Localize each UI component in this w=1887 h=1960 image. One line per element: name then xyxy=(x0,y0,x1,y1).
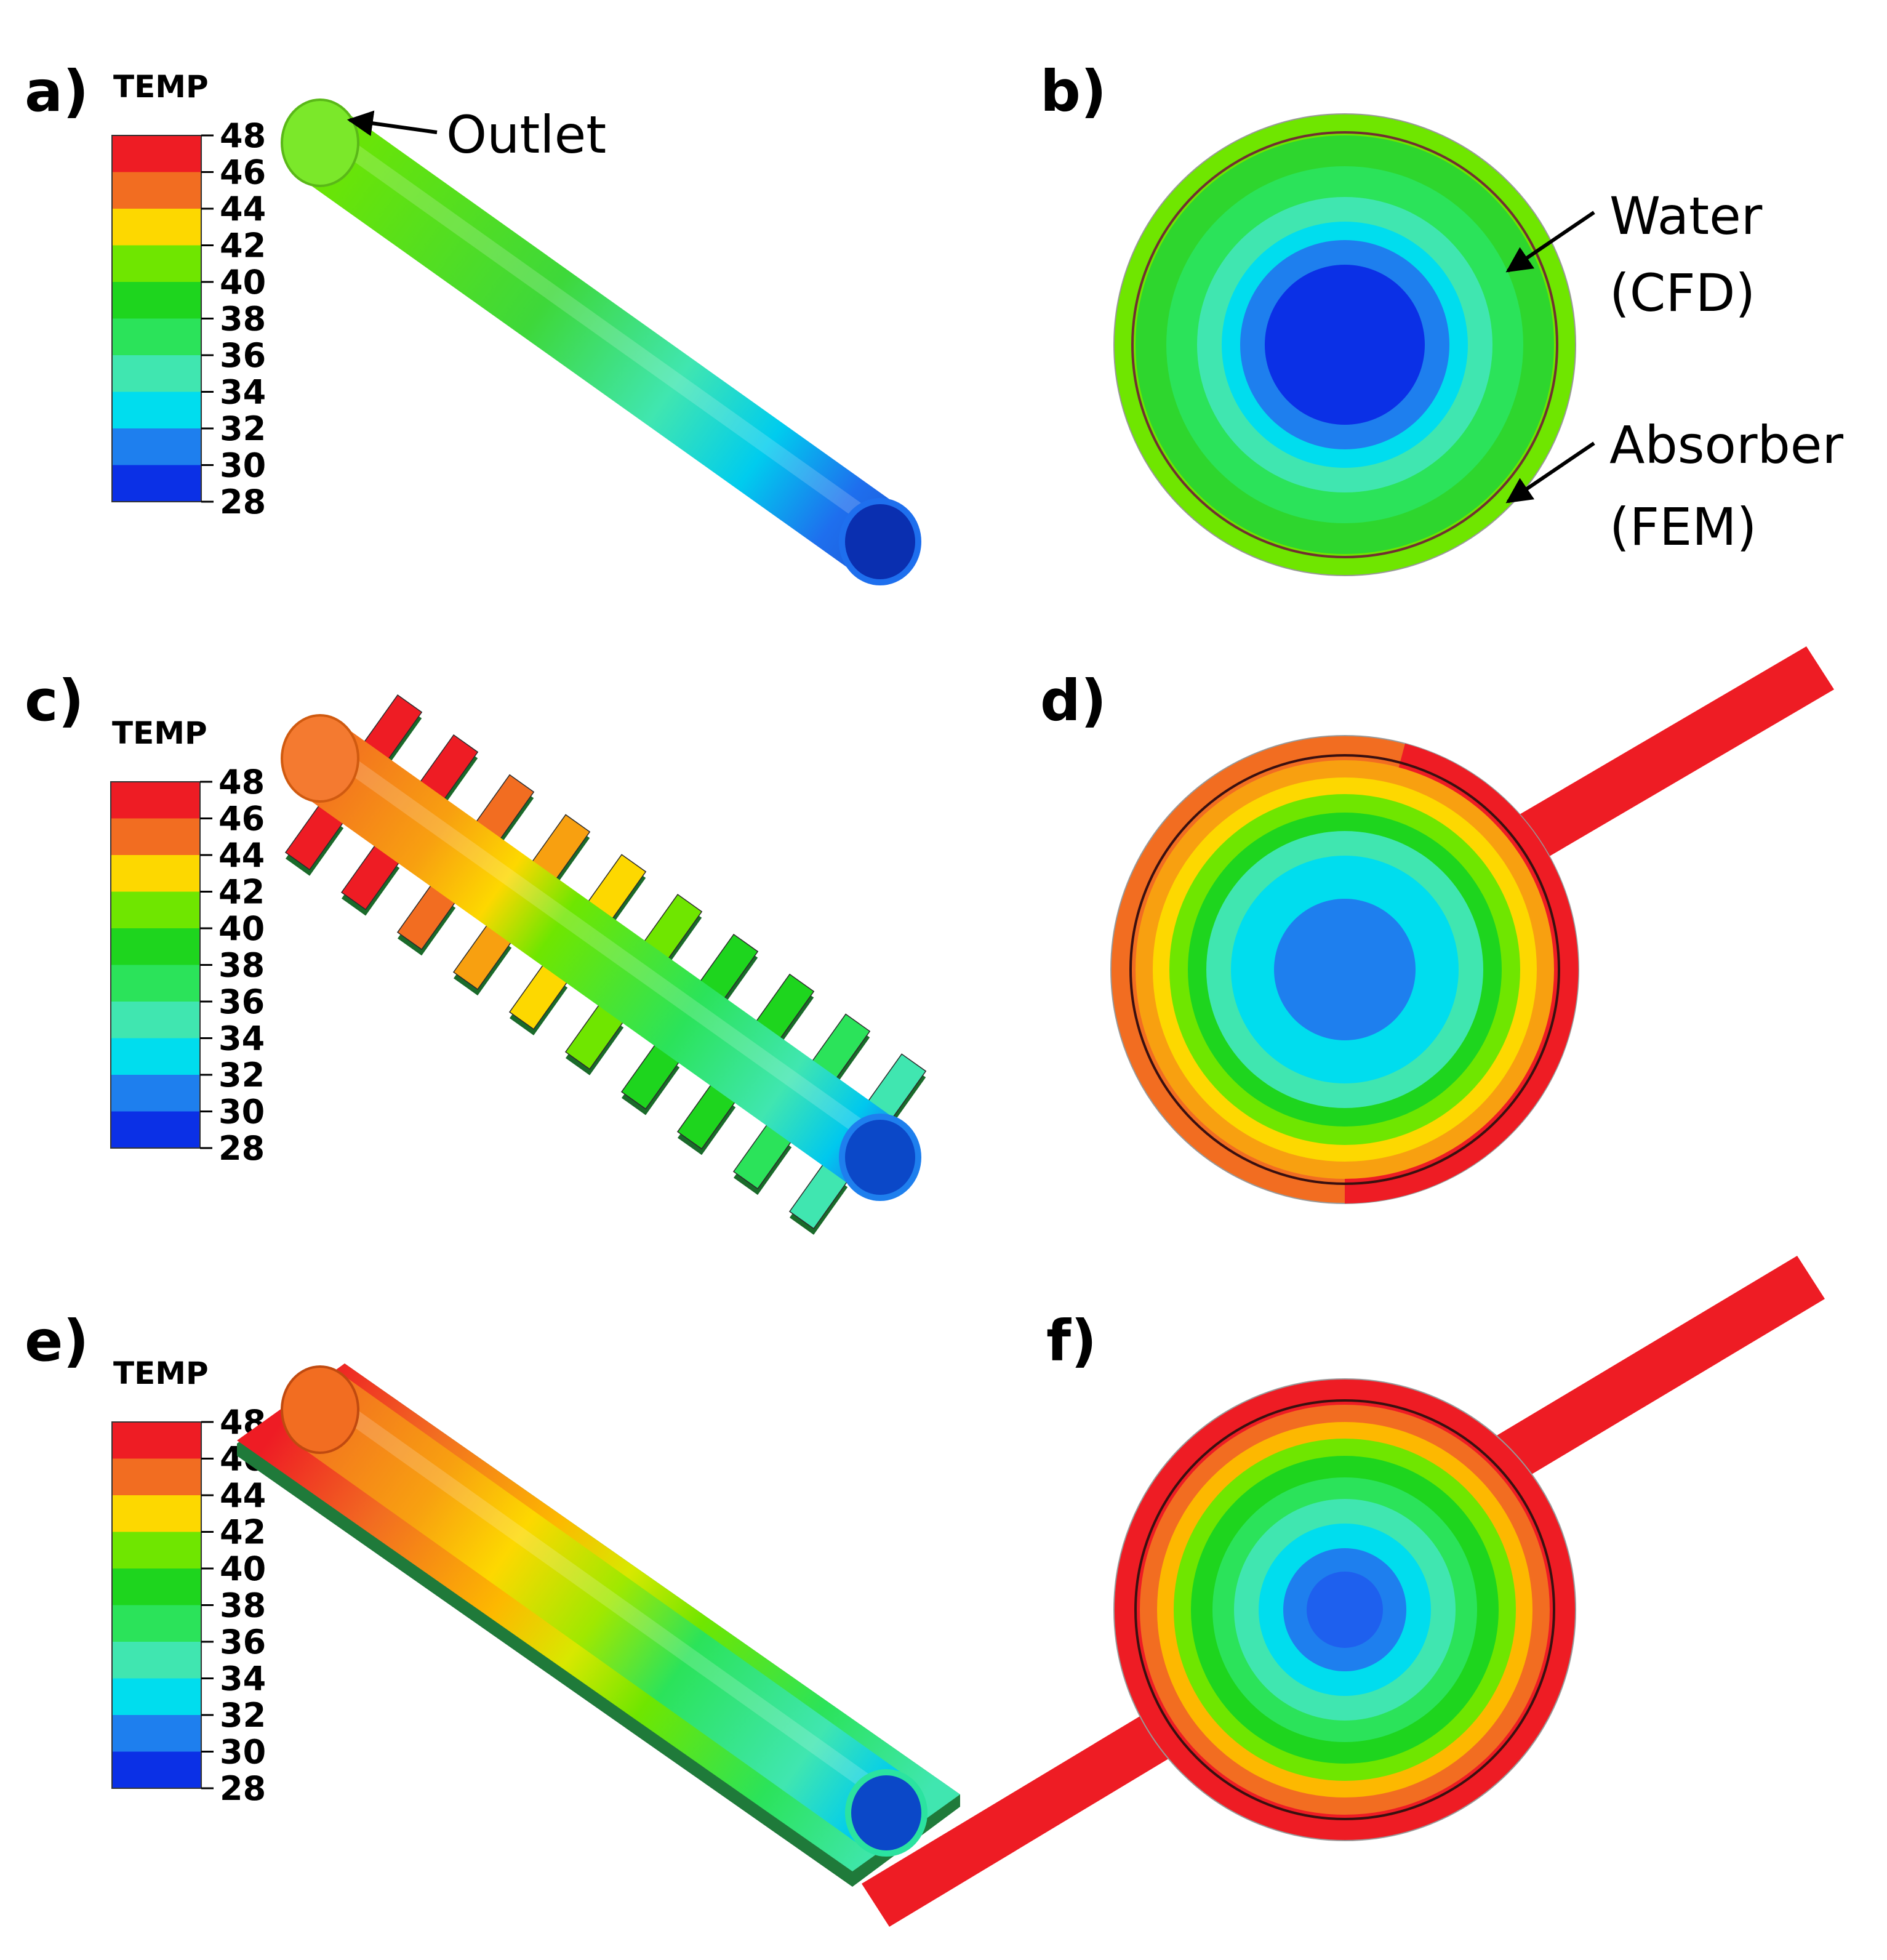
water-sublabel: (CFD) xyxy=(1609,263,1755,323)
legend-tick-label: 38 xyxy=(220,300,266,339)
legend-tick-label: 30 xyxy=(218,1093,265,1131)
legend-swatch xyxy=(112,1532,201,1568)
absorber-sublabel: (FEM) xyxy=(1609,497,1757,557)
water-label: Water xyxy=(1609,186,1763,246)
legend-swatch xyxy=(111,1111,200,1148)
panel-label-a: a) xyxy=(25,58,89,124)
legend-tick-label: 48 xyxy=(218,763,265,801)
legend-tick-label: 36 xyxy=(220,336,266,375)
legend-swatch xyxy=(112,1495,201,1532)
absorber-arrow xyxy=(1505,441,1595,504)
legend-swatch xyxy=(112,1751,201,1788)
legend-swatch xyxy=(111,891,200,928)
fins xyxy=(284,694,927,1235)
panel-label-e: e) xyxy=(25,1308,89,1374)
legend-tick-label: 38 xyxy=(220,1586,266,1625)
legend-tick-label: 36 xyxy=(220,1623,266,1661)
legend-tick-label: 46 xyxy=(218,800,265,838)
sheet-tube-3d-e xyxy=(237,1364,960,1887)
legend-tick-label: 42 xyxy=(220,1513,266,1552)
legend-tick-label: 34 xyxy=(220,373,266,412)
legend-swatch xyxy=(111,818,200,855)
legend-swatch xyxy=(112,1568,201,1605)
legend-tick-label: 44 xyxy=(220,190,266,228)
cross-section-d xyxy=(1110,646,1834,1204)
absorber-label: Absorber xyxy=(1609,415,1843,475)
legend-tick-label: 40 xyxy=(220,263,266,302)
tube-outlet-end-e xyxy=(845,1769,927,1857)
legend-tick-label: 34 xyxy=(218,1019,265,1058)
legend-swatch xyxy=(112,1458,201,1495)
legend-tick-label: 44 xyxy=(220,1476,266,1515)
legend-tick-label: 46 xyxy=(220,153,266,192)
tube-outlet-end-c xyxy=(839,1114,921,1201)
legend-tick-label: 32 xyxy=(218,1056,265,1094)
legend-tick-label: 42 xyxy=(220,227,266,265)
legend-tick-label: 40 xyxy=(218,909,265,948)
legend-tick-label: 42 xyxy=(218,873,265,912)
legend-tick-label: 44 xyxy=(218,836,265,875)
legend-swatch xyxy=(112,318,201,355)
cross-section-b xyxy=(1113,113,1576,576)
legend-swatch xyxy=(111,855,200,892)
legend-swatch xyxy=(112,1605,201,1642)
legend-tick-label: 28 xyxy=(220,483,266,521)
water-arrow xyxy=(1505,211,1595,273)
legend-swatch xyxy=(112,135,201,172)
legend-tick-label: 28 xyxy=(220,1769,266,1808)
legend-tick-label: 30 xyxy=(220,446,266,485)
legend-swatch xyxy=(111,965,200,1002)
panel-label-d: d) xyxy=(1040,668,1107,734)
outlet-arrow xyxy=(347,110,438,137)
legend-tick-label: 30 xyxy=(220,1733,266,1772)
legend-swatch xyxy=(112,392,201,428)
legend-title: TEMP xyxy=(113,1356,209,1391)
panel-label-b: b) xyxy=(1040,58,1107,124)
panel-label-f: f) xyxy=(1046,1308,1097,1374)
cross-section-f xyxy=(862,1256,1825,1927)
legend-swatch xyxy=(112,1422,201,1459)
legend-swatch xyxy=(112,1715,201,1752)
legend-tick-label: 28 xyxy=(218,1129,265,1168)
legend-swatch xyxy=(111,928,200,965)
legend-tick-label: 32 xyxy=(220,1696,266,1735)
legend-title: TEMP xyxy=(113,69,209,105)
legend-swatch xyxy=(112,209,201,246)
legend-tick-label: 34 xyxy=(220,1660,266,1698)
tube-outlet-end-a xyxy=(839,498,921,585)
legend-tick-label: 36 xyxy=(218,982,265,1021)
legend-swatch xyxy=(112,172,201,209)
legend-swatch xyxy=(112,282,201,319)
legend-swatch xyxy=(111,1075,200,1112)
legend-swatch xyxy=(111,1002,200,1038)
legend-swatch xyxy=(111,1038,200,1075)
legend-tick-label: 38 xyxy=(218,946,265,985)
finned-tube-3d-c xyxy=(281,694,927,1235)
outlet-label: Outlet xyxy=(446,105,606,165)
legend-swatch xyxy=(112,465,201,502)
legend-swatch xyxy=(112,245,201,282)
legend-title: TEMP xyxy=(112,715,207,751)
legend-swatch xyxy=(112,355,201,392)
legend-tick-label: 32 xyxy=(220,409,266,448)
legend-swatch xyxy=(112,1678,201,1715)
tube-3d-a xyxy=(281,98,921,585)
legend-tick-label: 48 xyxy=(220,116,266,155)
legend-swatch xyxy=(112,428,201,465)
legend-tick-label: 40 xyxy=(220,1549,266,1588)
legend-swatch xyxy=(112,1642,201,1679)
legend-swatch xyxy=(111,782,200,819)
panel-label-c: c) xyxy=(25,668,84,734)
